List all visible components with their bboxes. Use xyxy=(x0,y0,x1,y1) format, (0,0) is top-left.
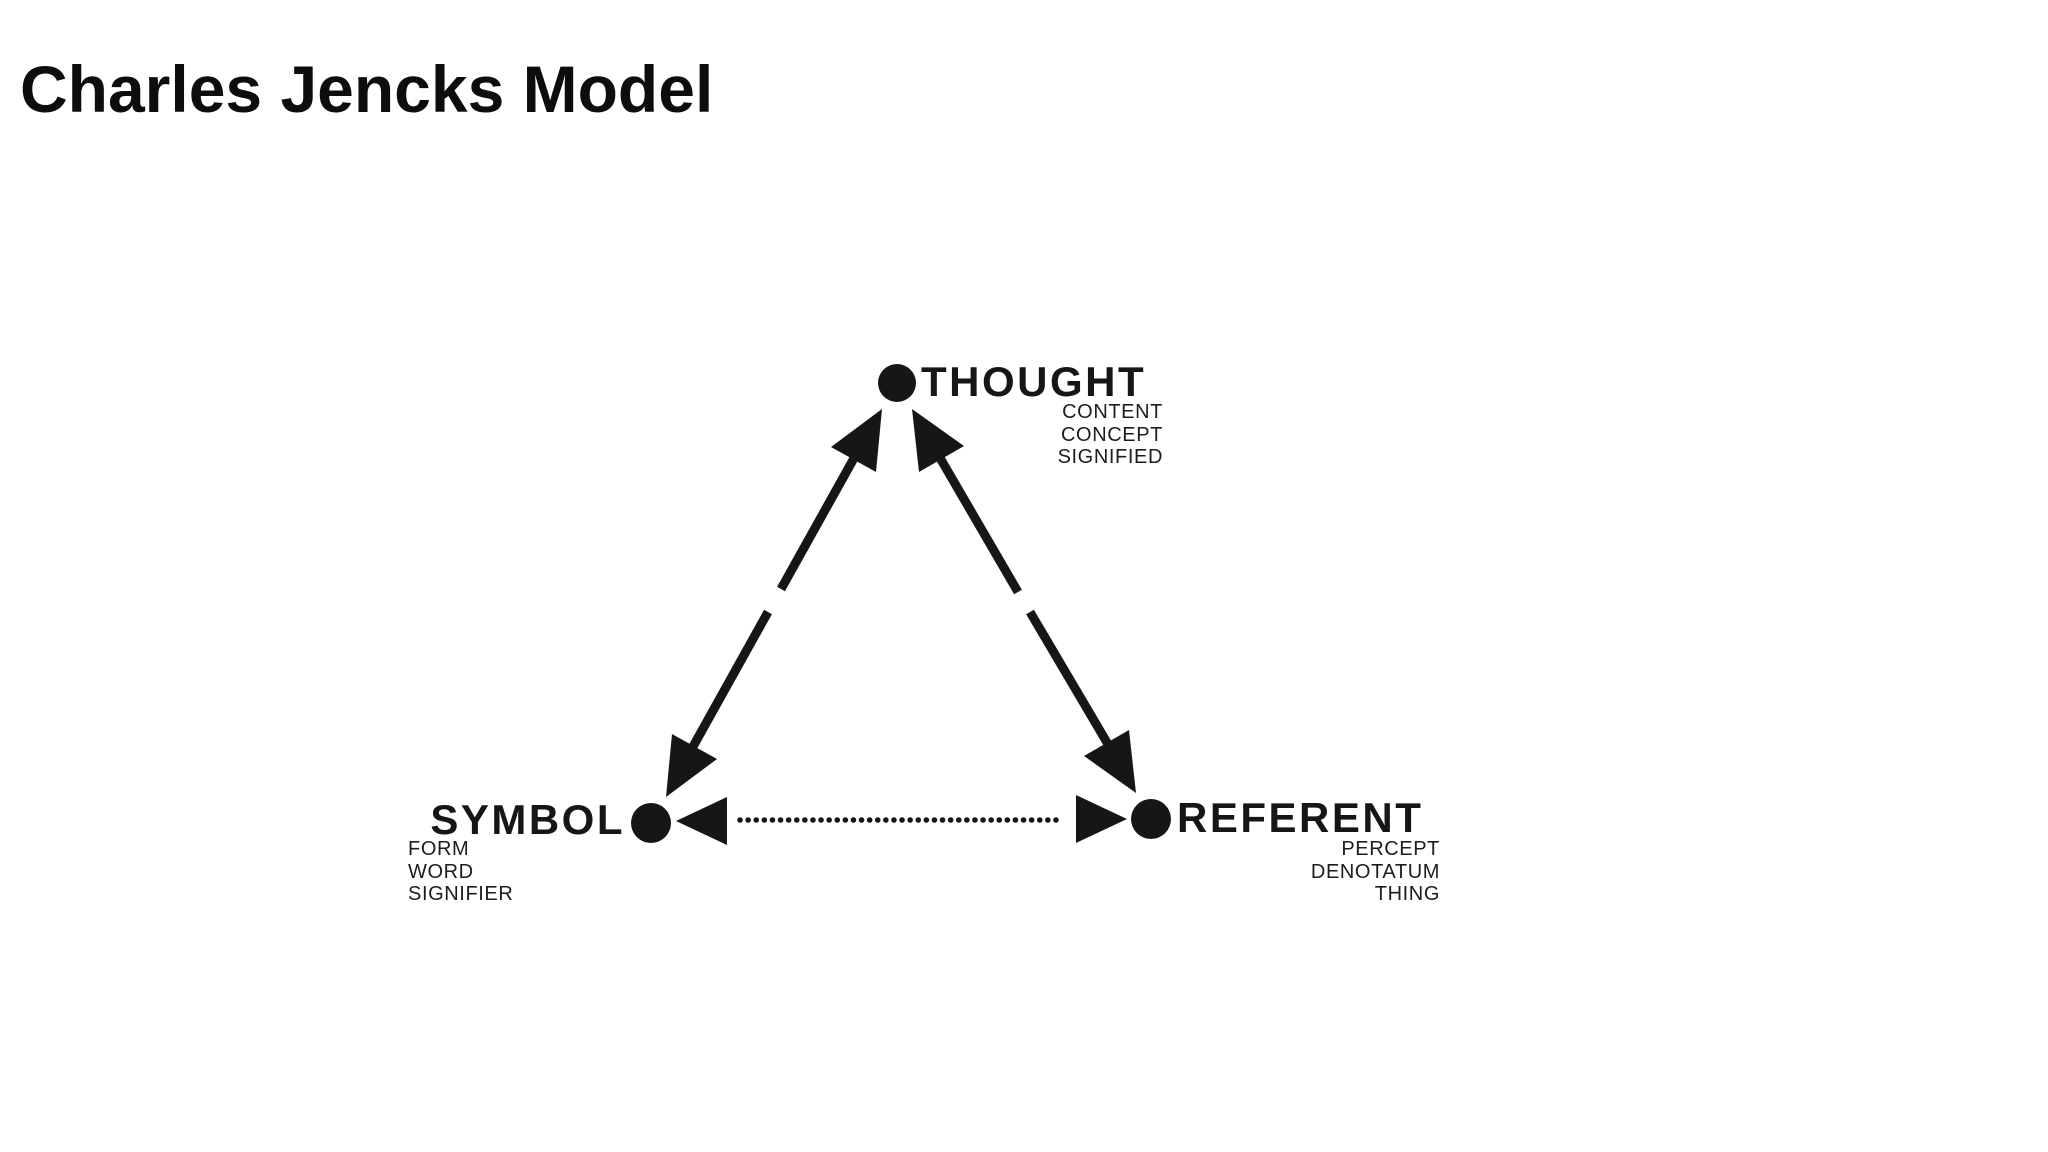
referent-label: REFERENT xyxy=(1177,794,1424,841)
arrowhead-to-referent-diagonal-icon xyxy=(1084,730,1136,793)
referent-sublabels: PERCEPT DENOTATUM THING xyxy=(1311,838,1440,906)
thought-node-dot xyxy=(878,364,916,402)
thought-alias-signified: SIGNIFIED xyxy=(1057,446,1163,468)
symbol-sublabels: FORM WORD SIGNIFIER xyxy=(408,838,513,906)
edge-thought-referent-shaft-lower xyxy=(1026,609,1116,754)
edge-symbol-referent xyxy=(676,795,1127,845)
referent-alias-thing: THING xyxy=(1374,883,1440,905)
referent-node-dot xyxy=(1131,799,1171,839)
thought-label: THOUGHT xyxy=(921,358,1147,405)
edge-symbol-thought-shaft-lower xyxy=(686,609,772,755)
thought-alias-concept: CONCEPT xyxy=(1061,423,1163,446)
arrowhead-to-symbol-horizontal-icon xyxy=(676,797,727,845)
symbol-alias-word: WORD xyxy=(408,860,474,883)
edge-thought-referent-shaft-upper xyxy=(932,448,1022,595)
symbol-alias-form: FORM xyxy=(408,838,470,860)
thought-sublabels: CONTENT CONCEPT SIGNIFIED xyxy=(1058,401,1163,469)
edge-symbol-thought-shaft-upper xyxy=(777,448,862,592)
symbol-alias-signifier: SIGNIFIER xyxy=(408,883,514,905)
symbol-label: SYMBOL xyxy=(430,796,625,843)
referent-alias-percept: PERCEPT xyxy=(1341,838,1440,860)
slide-title: Charles Jencks Model xyxy=(20,52,714,126)
arrowhead-to-symbol-icon xyxy=(666,734,717,797)
arrowhead-to-thought-left-icon xyxy=(831,409,882,472)
edge-thought-referent xyxy=(912,409,1136,793)
arrowhead-to-referent-horizontal-icon xyxy=(1076,795,1127,843)
edge-symbol-thought xyxy=(666,409,882,797)
symbol-node-dot xyxy=(631,803,671,843)
arrowhead-to-thought-right-icon xyxy=(912,409,964,472)
thought-alias-content: CONTENT xyxy=(1062,401,1163,423)
referent-alias-denotatum: DENOTATUM xyxy=(1310,860,1440,883)
